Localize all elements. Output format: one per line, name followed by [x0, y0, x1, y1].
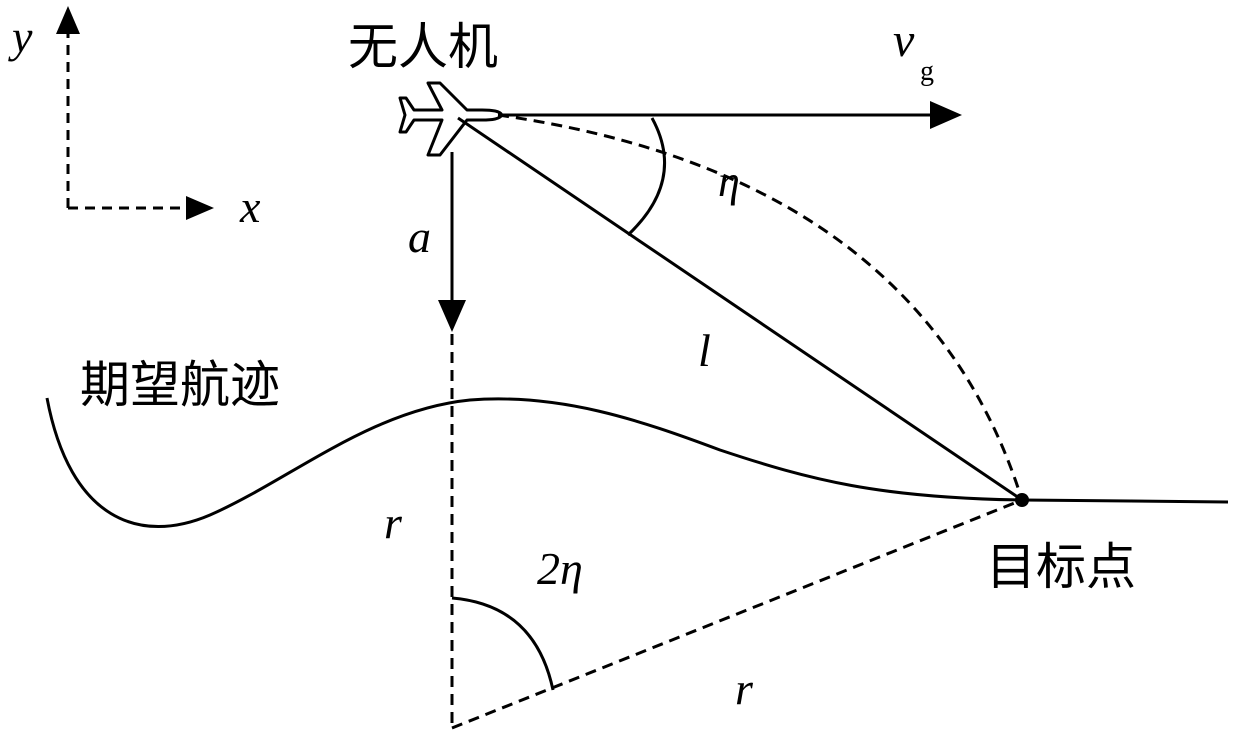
label-target: 目标点: [986, 538, 1136, 596]
acceleration-arrowhead: [438, 300, 466, 332]
label-axis-x: x: [239, 181, 261, 232]
target-point: [1015, 493, 1029, 507]
eta-angle-arc: [626, 117, 666, 237]
label-uav: 无人机: [348, 18, 498, 76]
velocity-arrowhead: [930, 101, 962, 129]
label-velocity: v: [893, 14, 915, 67]
radius-diagonal: [451, 498, 1023, 730]
label-a: a: [408, 211, 431, 262]
guidance-arc: [497, 113, 1024, 501]
label-desired-path: 期望航迹: [80, 356, 280, 414]
x-axis-arrowhead: [186, 196, 214, 220]
label-eta: η: [718, 157, 740, 206]
coordinate-axes: [56, 6, 214, 220]
y-axis-arrowhead: [56, 6, 80, 34]
airplane-icon: [398, 81, 504, 157]
desired-path-curve: [45, 397, 1229, 528]
line-of-sight-l: [457, 116, 1023, 502]
label-axis-y: y: [8, 11, 33, 62]
two-eta-angle-arc: [451, 596, 555, 691]
label-velocity-sub: g: [920, 56, 934, 87]
label-r-vertical: r: [384, 497, 403, 548]
label-two-eta: 2η: [537, 543, 583, 594]
label-l: l: [698, 325, 711, 376]
label-r-diagonal: r: [735, 663, 754, 714]
